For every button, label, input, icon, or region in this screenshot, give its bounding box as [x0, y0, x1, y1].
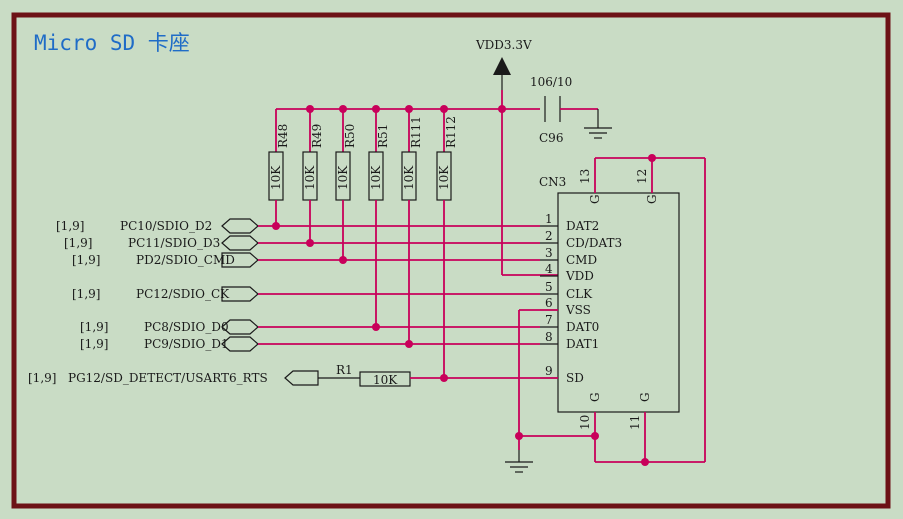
- schematic-title: Micro SD 卡座: [34, 31, 190, 55]
- r1-value: 10K: [373, 373, 398, 387]
- net-sheet-ref: [1,9]: [72, 253, 100, 267]
- net-sheet-ref: [1,9]: [80, 337, 108, 351]
- junction-dot: [498, 105, 506, 113]
- pin-name: CMD: [566, 253, 597, 267]
- ground-pin-label: G: [645, 194, 659, 204]
- resistor-r1: [359, 371, 411, 387]
- net-label: PC9/SDIO_D1: [144, 337, 229, 351]
- pin-number: 6: [545, 296, 553, 310]
- resistor-ref: R49: [310, 124, 324, 148]
- junction-dot: [440, 374, 448, 382]
- ground-pin-label: G: [638, 392, 652, 402]
- junction-dot: [372, 105, 380, 113]
- ground-pin-number: 13: [578, 169, 592, 184]
- net-sheet-ref: [1,9]: [56, 219, 84, 233]
- pin-name: VDD: [565, 269, 594, 283]
- junction-dot: [339, 256, 347, 264]
- connector-body: [557, 192, 680, 413]
- resistor-ref: R111: [409, 116, 423, 148]
- pin-number: 8: [545, 330, 553, 344]
- ground-pin-number: 11: [628, 415, 642, 430]
- net-sheet-ref: [1,9]: [80, 320, 108, 334]
- ground-pin-label: G: [588, 392, 602, 402]
- net-sheet-ref: [1,9]: [28, 371, 56, 385]
- pin-number: 5: [545, 280, 553, 294]
- resistor-ref: R48: [276, 124, 290, 148]
- junction-dot: [405, 105, 413, 113]
- junction-dot: [372, 323, 380, 331]
- net-sheet-ref: [1,9]: [72, 287, 100, 301]
- net-label: PC11/SDIO_D3: [128, 236, 220, 250]
- pin-number: 2: [545, 229, 553, 243]
- output-port-icon: [221, 252, 259, 268]
- power-arrow-icon: [493, 57, 511, 75]
- connector-ref: CN3: [539, 175, 566, 189]
- junction-dot: [648, 154, 656, 162]
- junction-dot: [641, 458, 649, 466]
- bidirectional-port-icon: [221, 218, 259, 234]
- junction-dot: [515, 432, 523, 440]
- power-label: VDD3.3V: [475, 38, 532, 52]
- resistor-value: 10K: [303, 165, 317, 190]
- junction-dot: [405, 340, 413, 348]
- pin-number: 3: [545, 246, 553, 260]
- ground-pin-label: G: [588, 194, 602, 204]
- junction-dot: [306, 105, 314, 113]
- ground-pin-number: 12: [635, 169, 649, 184]
- pin-name: CLK: [566, 287, 593, 301]
- pin-number: 9: [545, 364, 553, 378]
- pin-name: DAT1: [566, 337, 599, 351]
- cap-value: 106/10: [530, 75, 572, 89]
- resistor-value: 10K: [437, 165, 451, 190]
- junction-dot: [306, 239, 314, 247]
- r1-ref: R1: [336, 363, 353, 377]
- net-label: PC10/SDIO_D2: [120, 219, 212, 233]
- junction-dot: [591, 432, 599, 440]
- input-port-icon: [284, 370, 319, 386]
- net-sheet-ref: [1,9]: [64, 236, 92, 250]
- net-label: PD2/SDIO_CMD: [136, 253, 235, 267]
- pullup-resistors: R48 10K R49 10K R50 10K R51 10K R111 10K R112 10K: [268, 109, 458, 378]
- resistor-ref: R51: [376, 124, 390, 148]
- pin-name: DAT2: [566, 219, 599, 233]
- resistor-value: 10K: [269, 165, 283, 190]
- pin-name: CD/DAT3: [566, 236, 622, 250]
- pin-name: VSS: [565, 303, 591, 317]
- ground-pin-number: 10: [578, 415, 592, 430]
- resistor-ref: R112: [444, 116, 458, 148]
- resistor-value: 10K: [402, 165, 416, 190]
- resistor-value: 10K: [369, 165, 383, 190]
- resistor-value: 10K: [336, 165, 350, 190]
- cap-ref: C96: [539, 131, 563, 145]
- junction-dot: [339, 105, 347, 113]
- net-label: PG12/SD_DETECT/USART6_RTS: [68, 371, 268, 385]
- pin-number: 7: [545, 313, 553, 327]
- pin-name: DAT0: [566, 320, 599, 334]
- pin-name: SD: [566, 371, 584, 385]
- pin-number: 1: [545, 212, 553, 226]
- net-labels: [1,9] PC10/SDIO_D2 [1,9] PC11/SDIO_D3 [1,9] P…: [28, 218, 540, 386]
- net-label: PC8/SDIO_D0: [144, 320, 229, 334]
- net-label: PC12/SDIO_CK: [136, 287, 230, 301]
- junction-dot: [272, 222, 280, 230]
- resistor-ref: R50: [343, 124, 357, 148]
- pin-number: 4: [545, 262, 553, 276]
- junction-dot: [440, 105, 448, 113]
- bidirectional-port-icon: [221, 235, 259, 251]
- output-port-icon: [221, 286, 259, 302]
- sheet-border: [11, 12, 891, 509]
